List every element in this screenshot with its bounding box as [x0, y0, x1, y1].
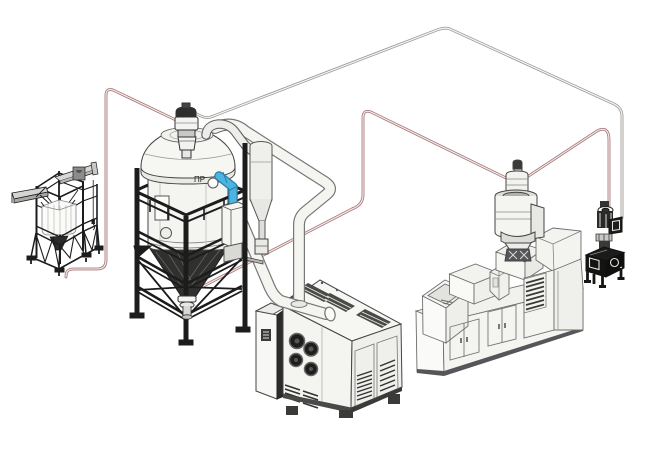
svg-text:ΠP: ΠP — [194, 175, 205, 184]
